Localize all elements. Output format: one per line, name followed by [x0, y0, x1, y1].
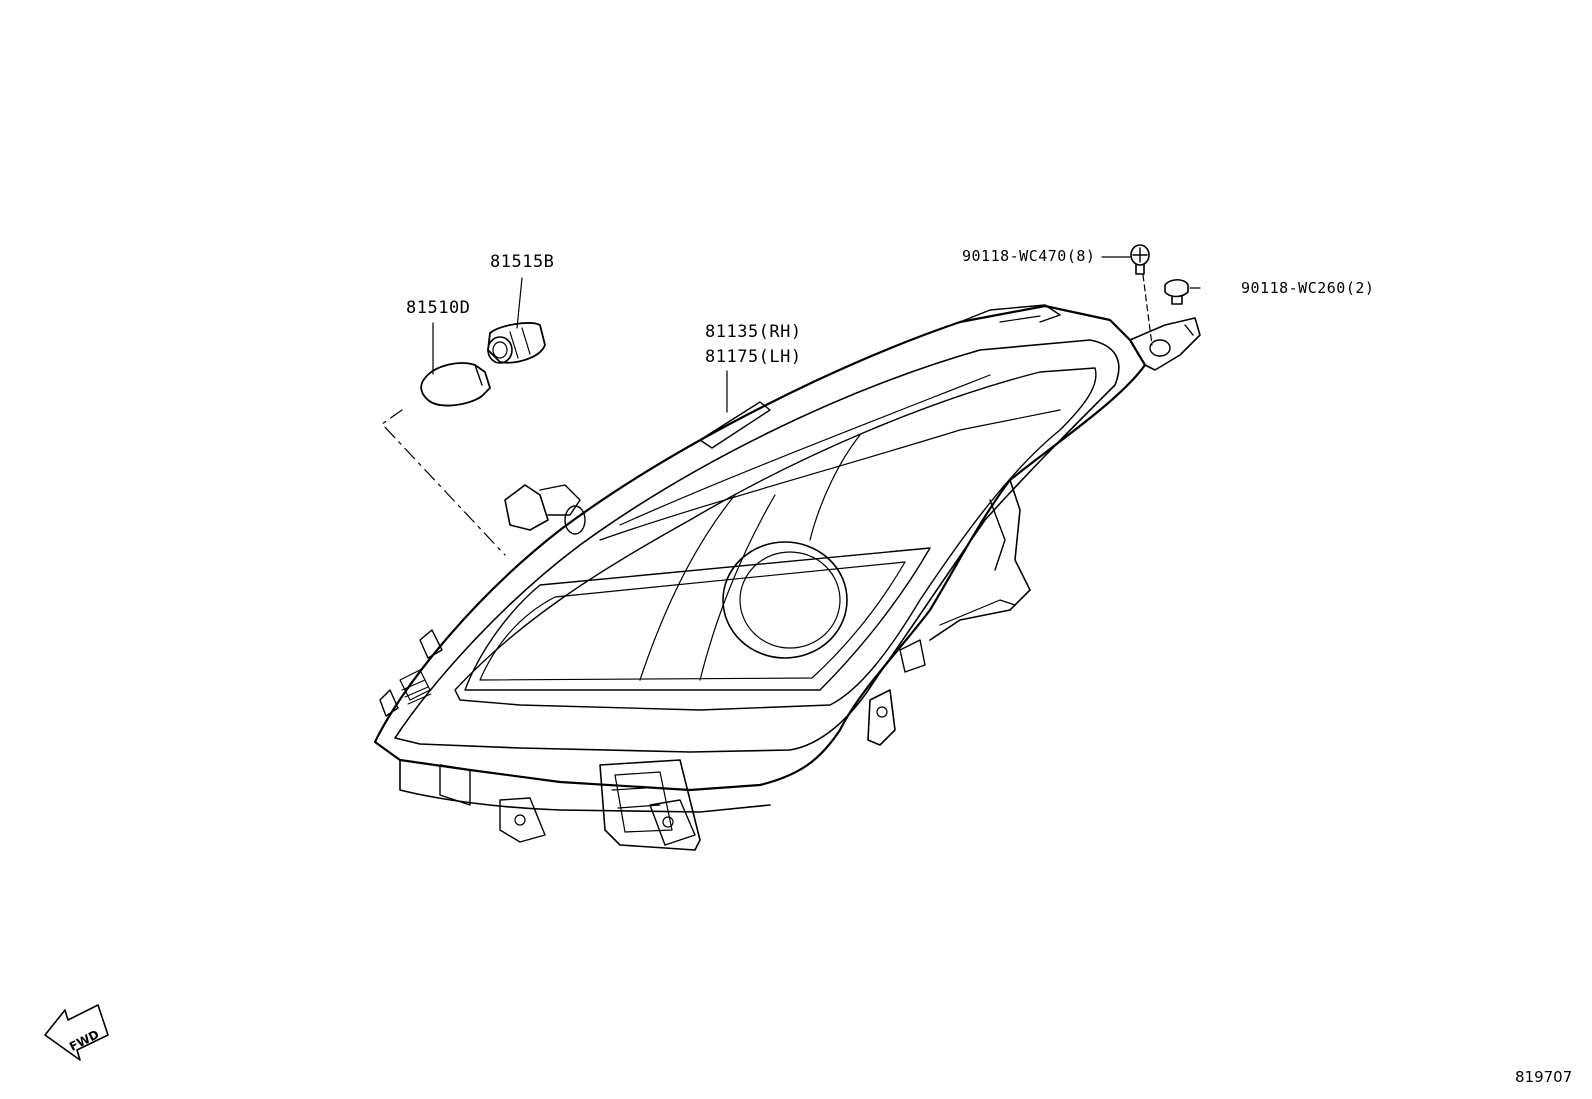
- part-number-screw-wc260[interactable]: 90118-WC260(2): [1241, 279, 1375, 297]
- bolt-icon[interactable]: [1164, 278, 1189, 305]
- part-number-headlamp-lh[interactable]: 81175(LH): [705, 347, 802, 367]
- part-number-bulb[interactable]: 81510D: [406, 298, 471, 318]
- part-number-socket[interactable]: 81515B: [490, 252, 555, 272]
- fwd-label: FWD: [67, 1027, 101, 1054]
- screw-icon[interactable]: [1130, 244, 1150, 275]
- socket-icon[interactable]: [487, 322, 546, 364]
- diagram-id: 819707: [1515, 1068, 1573, 1086]
- leader-lines: [381, 256, 1201, 556]
- bulb-icon[interactable]: [420, 362, 491, 407]
- fwd-arrow-icon: FWD: [44, 1004, 109, 1061]
- part-number-screw-wc470[interactable]: 90118-WC470(8): [962, 247, 1096, 265]
- headlamp-assembly[interactable]: [373, 304, 1201, 851]
- part-number-headlamp-rh[interactable]: 81135(RH): [705, 322, 802, 342]
